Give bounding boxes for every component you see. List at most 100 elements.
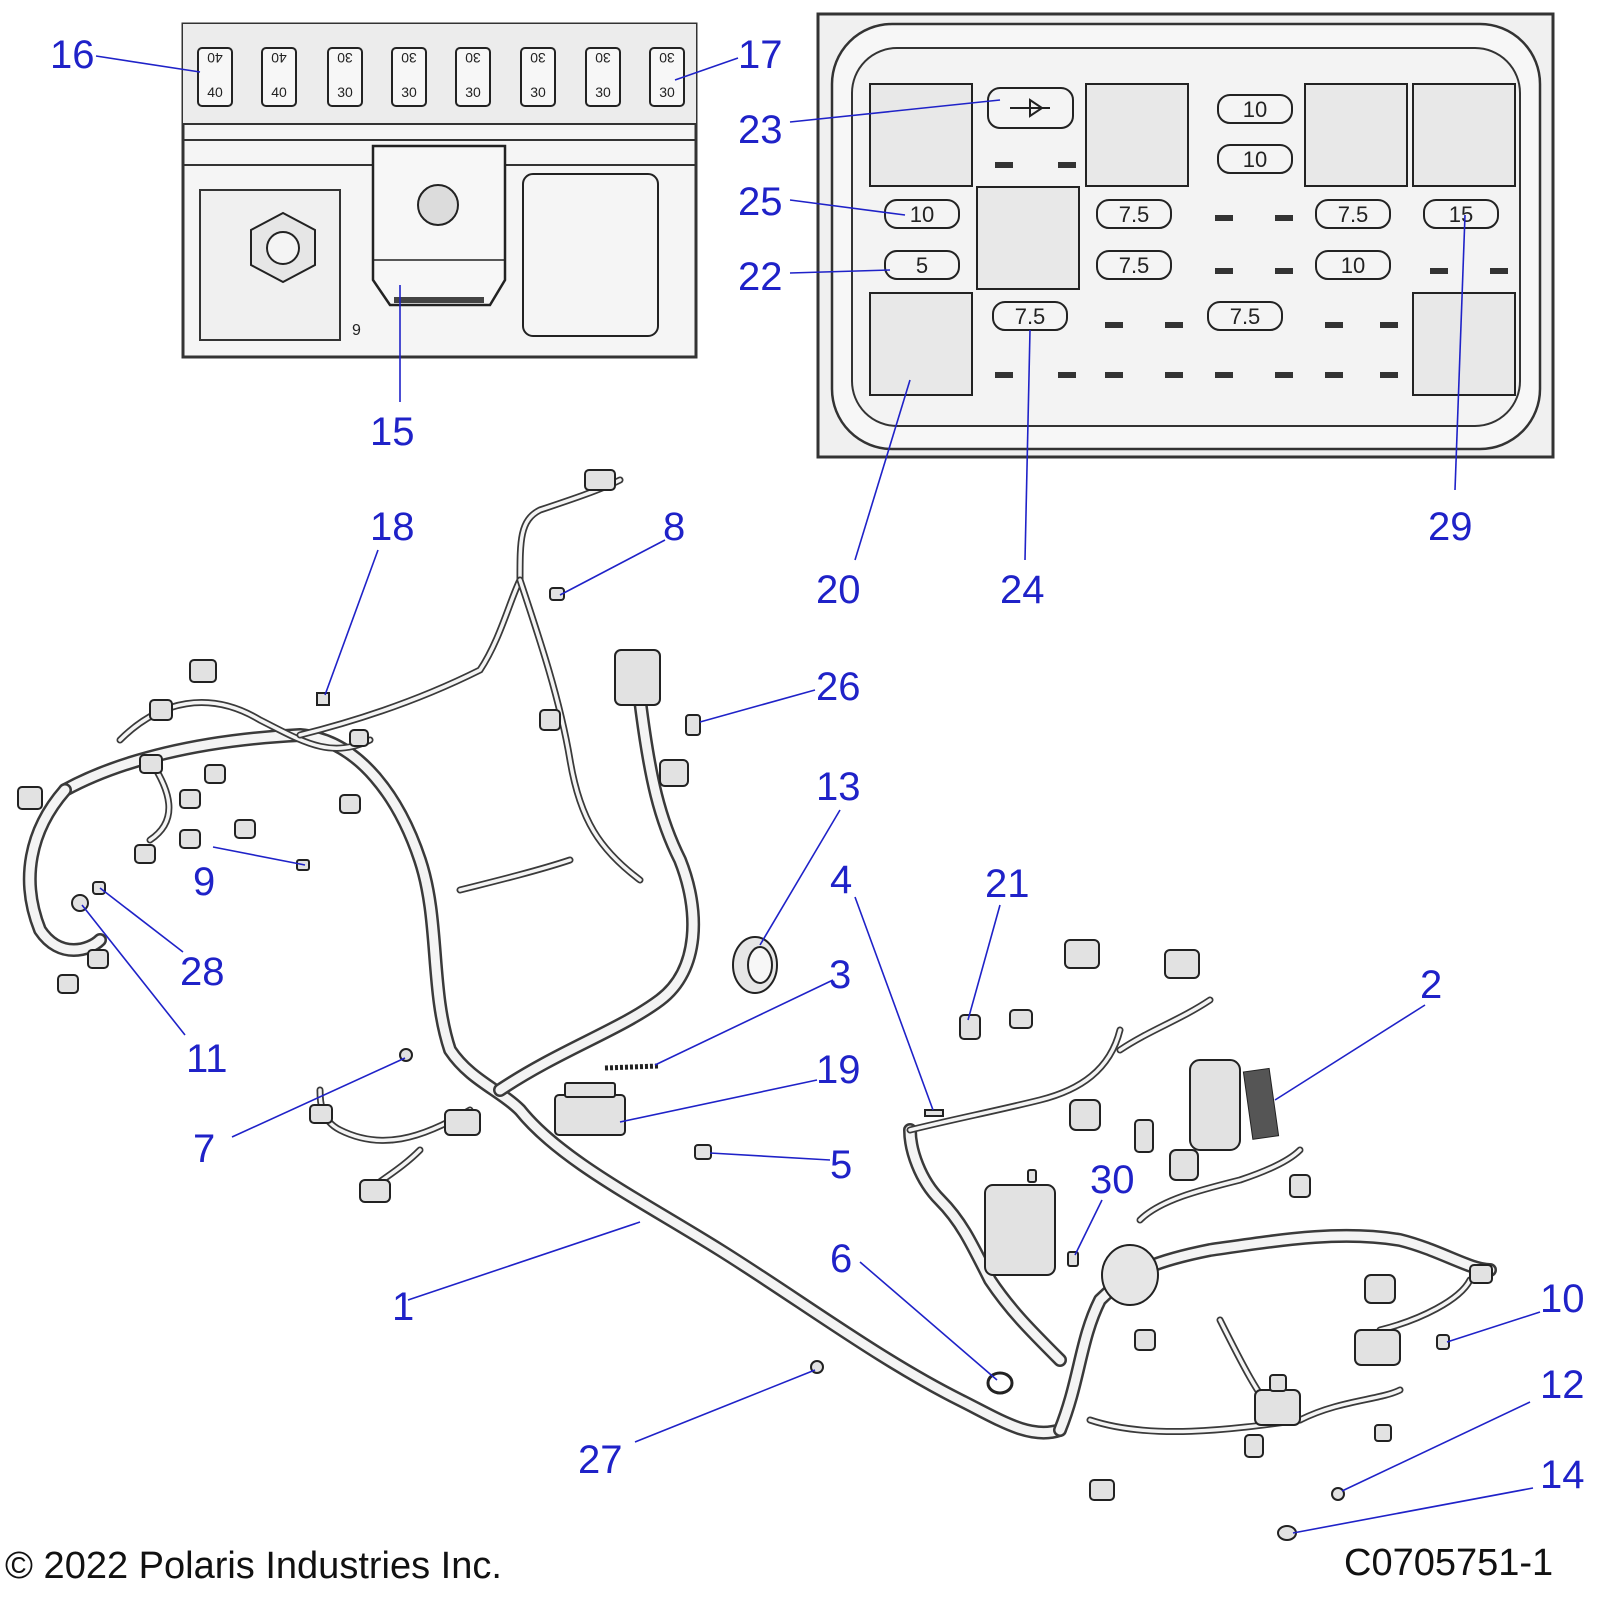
connector (1169, 1149, 1199, 1181)
callout-28: 28 (180, 950, 225, 994)
connector (57, 974, 79, 994)
connector (1469, 1264, 1493, 1284)
mini-fuse: 7.5 (1096, 250, 1172, 280)
mini-fuses: 10 10 10 5 7.5 7.5 7.5 7.5 10 7.5 15 (884, 94, 1499, 331)
mini-fuse-rating: 10 (910, 202, 934, 227)
maxi-fuse-rating: 30 (659, 84, 675, 100)
connector (204, 764, 226, 784)
sensor-8 (549, 587, 565, 601)
connector (359, 1179, 391, 1203)
drawing-number: C0705751-1 (1344, 1542, 1553, 1584)
empty-slot (1215, 215, 1233, 221)
callout-8: 8 (663, 505, 685, 549)
relay (869, 83, 973, 187)
maxi-fuse: 30 30 (649, 47, 685, 107)
connector (87, 949, 109, 969)
connector (179, 789, 201, 809)
callout-10: 10 (1540, 1277, 1585, 1321)
components (17, 469, 1493, 1541)
maxi-fuse-rating: 30 (530, 84, 546, 100)
callout-22: 22 (738, 255, 783, 299)
mini-fuse: 5 (884, 250, 960, 280)
mini-fuse: 7.5 (992, 301, 1068, 331)
connector (179, 829, 201, 849)
callout-2: 2 (1420, 963, 1442, 1007)
relay (869, 292, 973, 396)
ground-7 (399, 1048, 413, 1062)
sensor-5 (694, 1144, 712, 1160)
connector (234, 819, 256, 839)
connector (1009, 1009, 1033, 1029)
empty-fuse-slots (995, 162, 1508, 378)
connector (309, 1104, 333, 1124)
callout-11: 11 (186, 1037, 228, 1081)
maxi-fuse-rating-top: 30 (659, 50, 675, 66)
mini-fuse-rating: 7.5 (1338, 202, 1369, 227)
connector (1364, 1274, 1396, 1304)
part-12 (1331, 1487, 1345, 1501)
mini-fuse-rating: 10 (1243, 97, 1267, 122)
empty-slot (1325, 322, 1343, 328)
connector (584, 469, 616, 491)
connector (149, 699, 173, 721)
clip (316, 692, 330, 706)
mini-fuse: 10 (1217, 144, 1293, 174)
callout-18: 18 (370, 505, 415, 549)
clamp-6 (986, 1371, 1014, 1395)
maxi-fuse-rating: 40 (271, 84, 287, 100)
grommet-13 (732, 936, 778, 994)
bolt-30 (1067, 1251, 1079, 1267)
mini-fuse-rating: 5 (916, 253, 928, 278)
relay (1085, 83, 1189, 187)
empty-slot (1275, 268, 1293, 274)
maxi-fuse-rating: 30 (465, 84, 481, 100)
maxi-fuse-rating-top: 30 (465, 50, 481, 66)
mini-fuse-rating: 10 (1341, 253, 1365, 278)
maxi-fuse-rating: 30 (595, 84, 611, 100)
connector (339, 794, 361, 814)
mini-fuse: 10 (1315, 250, 1391, 280)
connector (17, 786, 43, 810)
empty-slot (1058, 372, 1076, 378)
empty-slot (1165, 322, 1183, 328)
mini-fuse: 15 (1423, 199, 1499, 229)
connector-21 (959, 1014, 981, 1040)
callout-15: 15 (370, 410, 415, 454)
empty-slot (1105, 372, 1123, 378)
mini-fuse-rating: 15 (1449, 202, 1473, 227)
mini-fuse: 7.5 (1096, 199, 1172, 229)
callout-21: 21 (985, 862, 1030, 906)
connector (1069, 1099, 1101, 1131)
callout-23: 23 (738, 108, 783, 152)
maxi-fuse-rating: 40 (207, 84, 223, 100)
empty-slot (1215, 268, 1233, 274)
grommet (1101, 1244, 1159, 1306)
junction-box-19 (554, 1094, 626, 1136)
empty-slot (1105, 322, 1123, 328)
relay (1304, 83, 1408, 187)
relay (1412, 292, 1516, 396)
mini-fuse-rating: 7.5 (1015, 304, 1046, 329)
maxi-fuse-rating: 30 (401, 84, 417, 100)
callout-25: 25 (738, 180, 783, 224)
cover-hole (417, 184, 459, 226)
maxi-fuse-rating-top: 30 (337, 50, 353, 66)
empty-slot (1215, 372, 1233, 378)
wire-harness (22, 476, 1497, 1440)
ecu-connector (614, 649, 661, 706)
callout-labels: 1 2 3 4 5 6 7 8 9 10 11 12 13 14 15 16 1… (50, 33, 1585, 1497)
maxi-fuse-rating-top: 30 (401, 50, 417, 66)
mini-fuse-rating: 7.5 (1119, 202, 1150, 227)
connector (1269, 1374, 1287, 1392)
callout-4: 4 (830, 858, 852, 902)
mini-fuse: 7.5 (1207, 301, 1283, 331)
empty-slot (1380, 372, 1398, 378)
maxi-fuse-rating-top: 40 (271, 50, 287, 66)
callout-24: 24 (1000, 568, 1045, 612)
callout-20: 20 (816, 568, 861, 612)
maxi-fuse-rating-top: 40 (207, 50, 223, 66)
empty-slot (1165, 372, 1183, 378)
fuse-box-label (1242, 1067, 1280, 1140)
